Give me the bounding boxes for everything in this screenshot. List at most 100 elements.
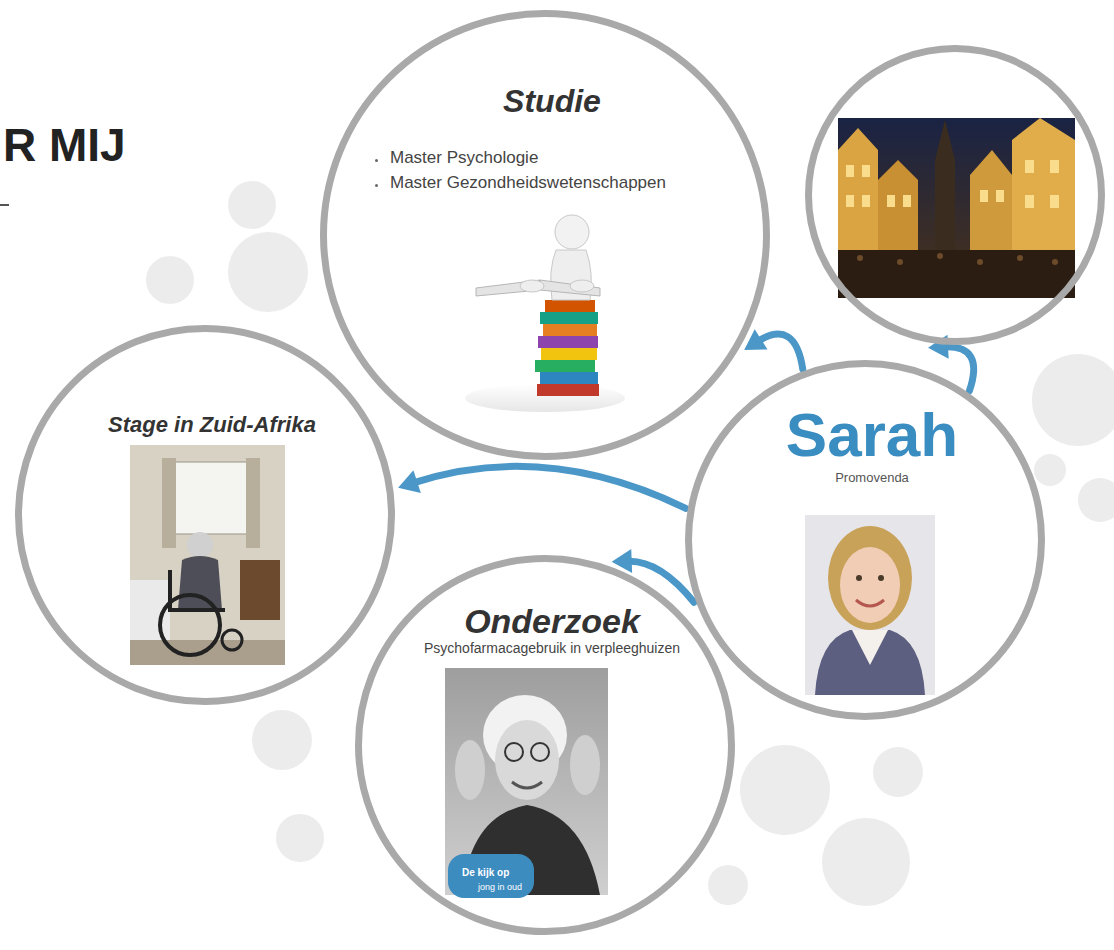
city-photo-part-part [862,195,870,207]
circle-heading: Onderzoek [362,602,742,641]
poster-photo-part [505,743,523,761]
care-room-photo-part [222,630,242,650]
care-room-photo-part [162,458,176,548]
title-rule [0,204,9,206]
care-room-photo-part [178,556,222,610]
portrait-photo-part [852,630,888,665]
city-photo-part-part [897,259,903,265]
circle-fills-part [808,48,1102,342]
portrait-photo-part [856,575,862,581]
care-room-photo-part [246,458,260,548]
study-circle: StudieMaster PsychologieMaster Gezondhei… [320,10,770,460]
books-figure-part [538,336,598,348]
poster-photo-part [455,740,485,800]
books-figure-part [476,280,600,296]
city-photo-part-part [862,165,870,177]
books-figure-part [537,384,599,396]
decor-dots-part [822,818,910,906]
research-topic: Psychofarmacagebruik in verpleeghuizen [392,640,712,656]
decor-dots-part [708,865,748,905]
arrow-head [398,470,421,493]
city-photo-part-part [1017,255,1023,261]
care-room-photo-part [170,570,225,610]
research-circle: OnderzoekPsychofarmacagebruik in verplee… [355,555,735,935]
arrow-head [612,549,632,573]
person-name: Sarah [692,399,1052,470]
care-room-photo [130,445,285,665]
books-figure [465,215,625,412]
books-figure-part [545,300,595,312]
portrait-photo [805,515,935,695]
poster-photo-part [512,782,542,788]
portrait-photo-part [878,575,884,581]
portrait-photo-part [805,515,935,695]
decor-dots-part [228,181,276,229]
bullet-item: Master Psychologie [375,148,755,168]
city-photo-part-part [846,165,854,177]
photo-circle [805,45,1105,345]
care-room-photo-part [240,560,280,620]
circle-heading: Stage in Zuid-Afrika [22,412,402,437]
poster-photo-part [448,854,534,898]
books-figure-part [541,348,597,360]
poster-photo-part [495,720,559,800]
city-photo-part-part [1025,195,1034,208]
curved-arrow [758,334,803,369]
poster-text: De kijk op [462,867,509,879]
portrait-photo-part [840,547,900,623]
poster-photo-part [570,735,600,795]
decor-dots-part [1032,354,1114,446]
city-photo-part-part [977,259,983,265]
portrait-photo-part [815,630,925,695]
decor-dots-part [740,745,830,835]
curved-arrow [944,347,974,391]
books-figure-part [520,280,544,292]
city-photo-part-part [857,255,863,261]
city-photo-part-part [1050,195,1059,208]
bullet-item: Master Gezondheidswetenschappen [375,173,755,193]
care-room-photo-part [172,462,250,534]
decor-dots-part [1078,478,1114,522]
books-figure-part [543,324,597,336]
city-photo [838,118,1075,298]
care-room-photo-part [187,532,213,558]
person-role: Promovenda [692,471,1052,486]
circle-fills-part [18,328,392,702]
city-photo-part-part [846,195,854,207]
city-photo-part [857,253,1058,265]
books-figure-part [465,384,625,412]
arrow-head [744,329,767,350]
decor-dots-part [252,710,312,770]
decor-dots-part [1034,454,1066,486]
city-photo-part-part [1050,160,1059,173]
decor-dots-part [276,814,324,862]
city-photo-part [838,118,1075,298]
city-photo-part-part [937,253,943,259]
poster-text: jong in oud [478,882,522,892]
internship-circle: Stage in Zuid-Afrika [15,325,395,705]
books-figure-part [555,215,589,249]
books-figure-part [540,312,598,324]
city-photo-part-part [1025,160,1034,173]
city-photo-part-part [980,190,988,202]
books-figure-part [535,360,595,372]
decor-dots-part [146,256,194,304]
city-photo-part [838,250,1075,298]
person-circle: SarahPromovenda [685,360,1045,720]
city-photo-part-part [1052,259,1058,265]
curved-arrow [413,466,685,508]
city-photo-part-part [996,190,1004,202]
circle-fills-part [323,13,767,457]
slide-title: R MIJ [3,118,126,172]
books-figure-part [540,372,598,384]
care-room-photo-part [130,640,285,665]
circle-heading: Studie [327,83,777,120]
city-photo-part-part [887,195,895,207]
books-figure-part [570,280,594,292]
circle-fills [18,13,1102,932]
care-room-photo-part [130,445,285,665]
curved-arrow [628,561,694,602]
